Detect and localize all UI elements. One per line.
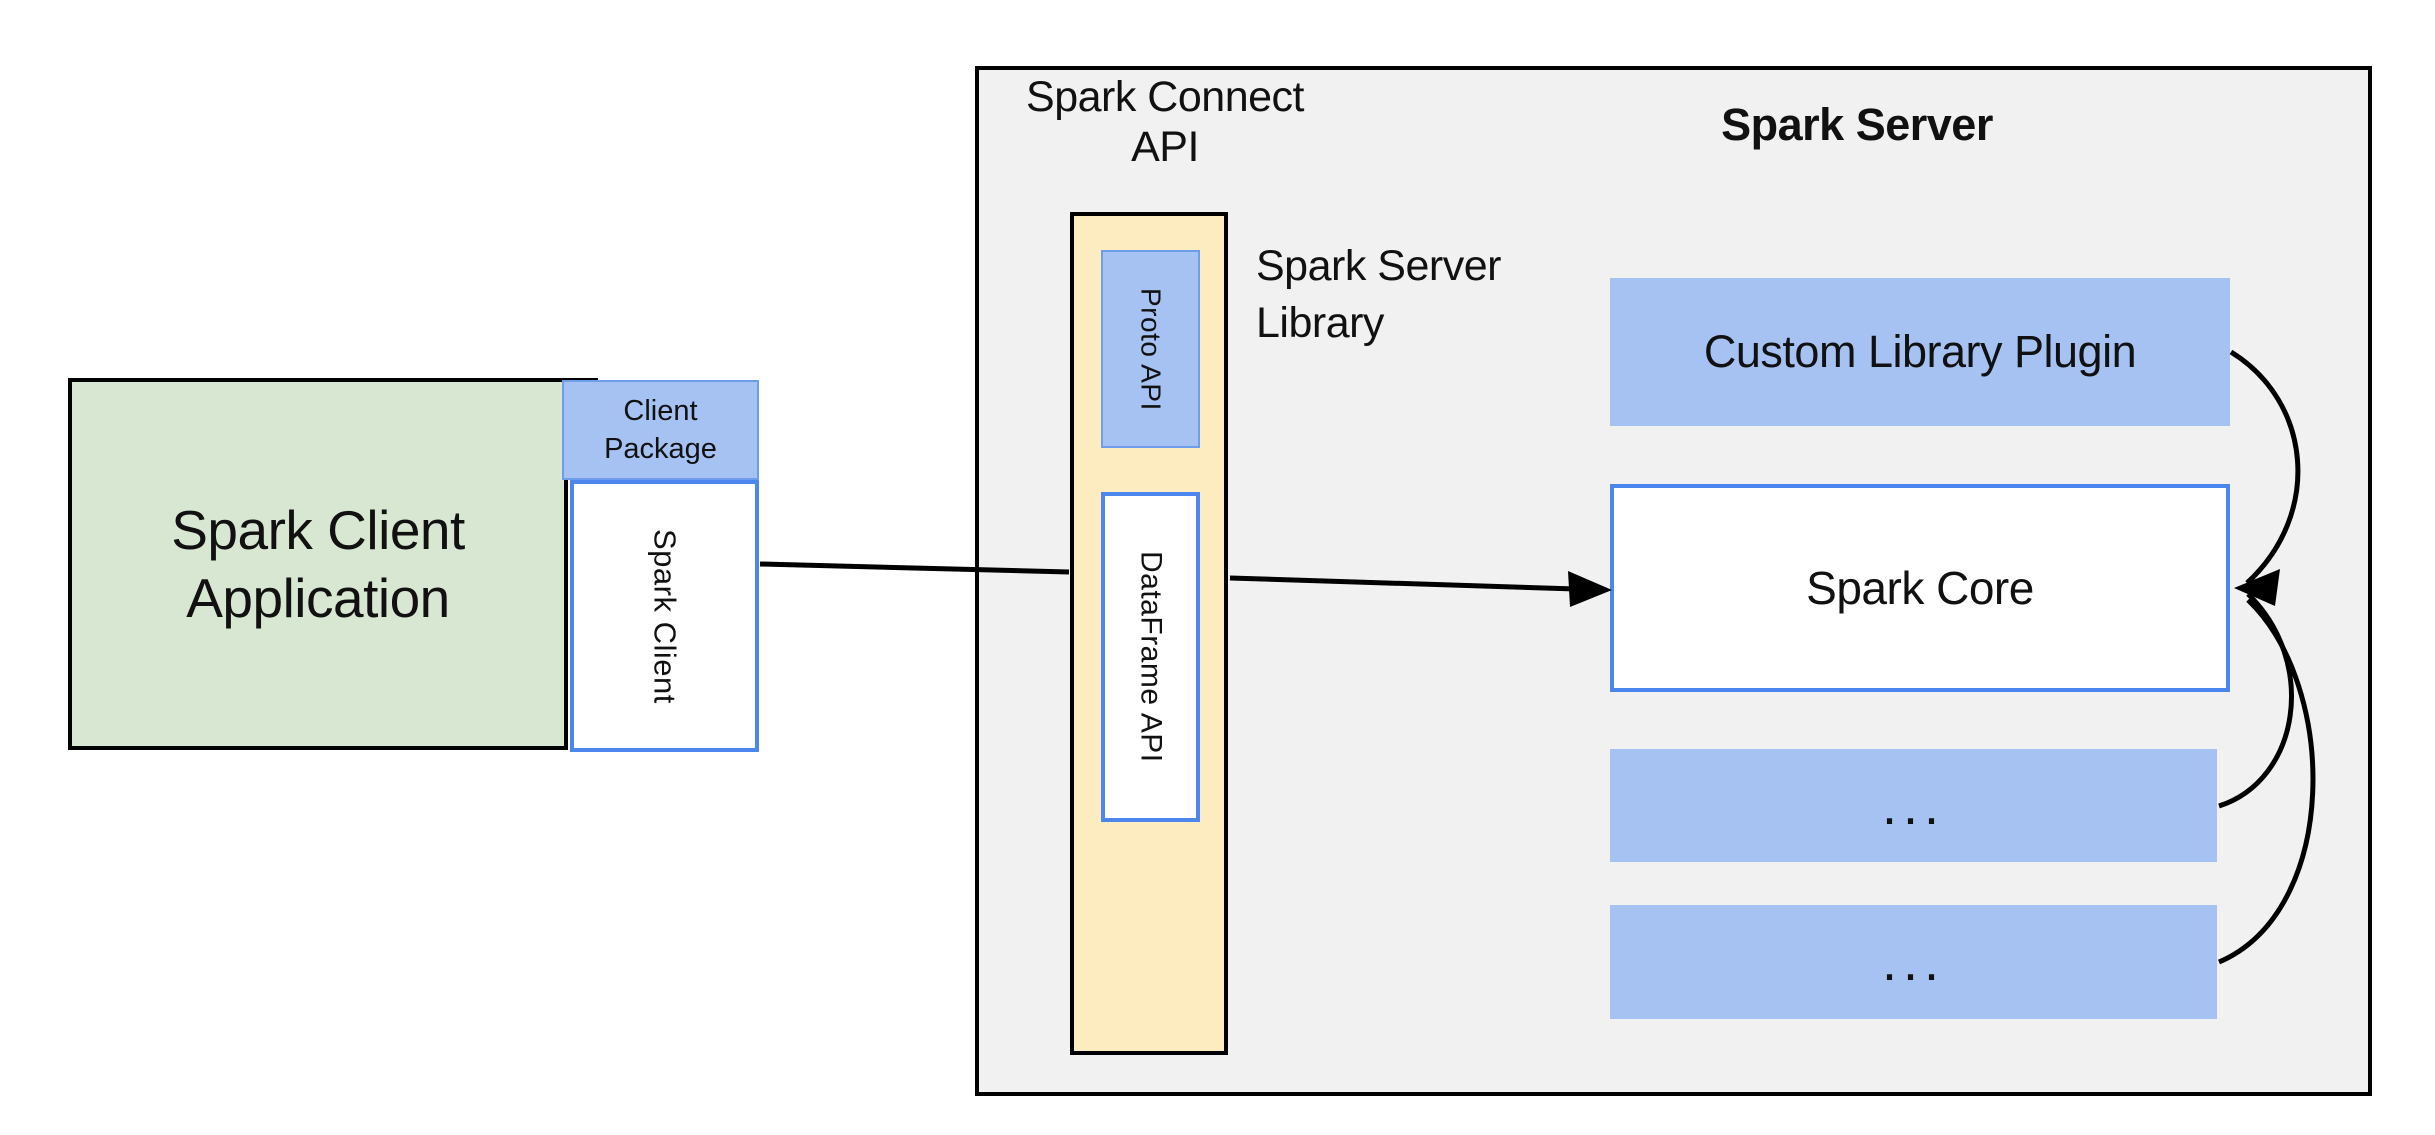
dataframe-api-label: DataFrame API xyxy=(1134,551,1168,763)
extra-plugin-box-2: ... xyxy=(1610,905,2217,1019)
spark-connect-api-title: Spark Connect API xyxy=(1026,73,1304,171)
spark-client-application-box: Spark Client Application xyxy=(68,378,568,750)
client-app-border-overhang xyxy=(68,378,598,382)
spark-client-label: Spark Client xyxy=(647,528,683,704)
spark-client-box: Spark Client xyxy=(570,480,759,752)
proto-api-label: Proto API xyxy=(1135,287,1167,411)
spark-core-box: Spark Core xyxy=(1610,484,2230,692)
spark-server-title: Spark Server xyxy=(1721,99,1993,150)
dataframe-api-box: DataFrame API xyxy=(1101,492,1200,822)
extra-plugin-box-1: ... xyxy=(1610,749,2217,862)
custom-library-plugin-box: Custom Library Plugin xyxy=(1610,278,2230,426)
spark-server-library-label: Spark Server Library xyxy=(1256,242,1501,347)
proto-api-box: Proto API xyxy=(1101,250,1200,448)
client-package-box: Client Package xyxy=(562,380,759,480)
